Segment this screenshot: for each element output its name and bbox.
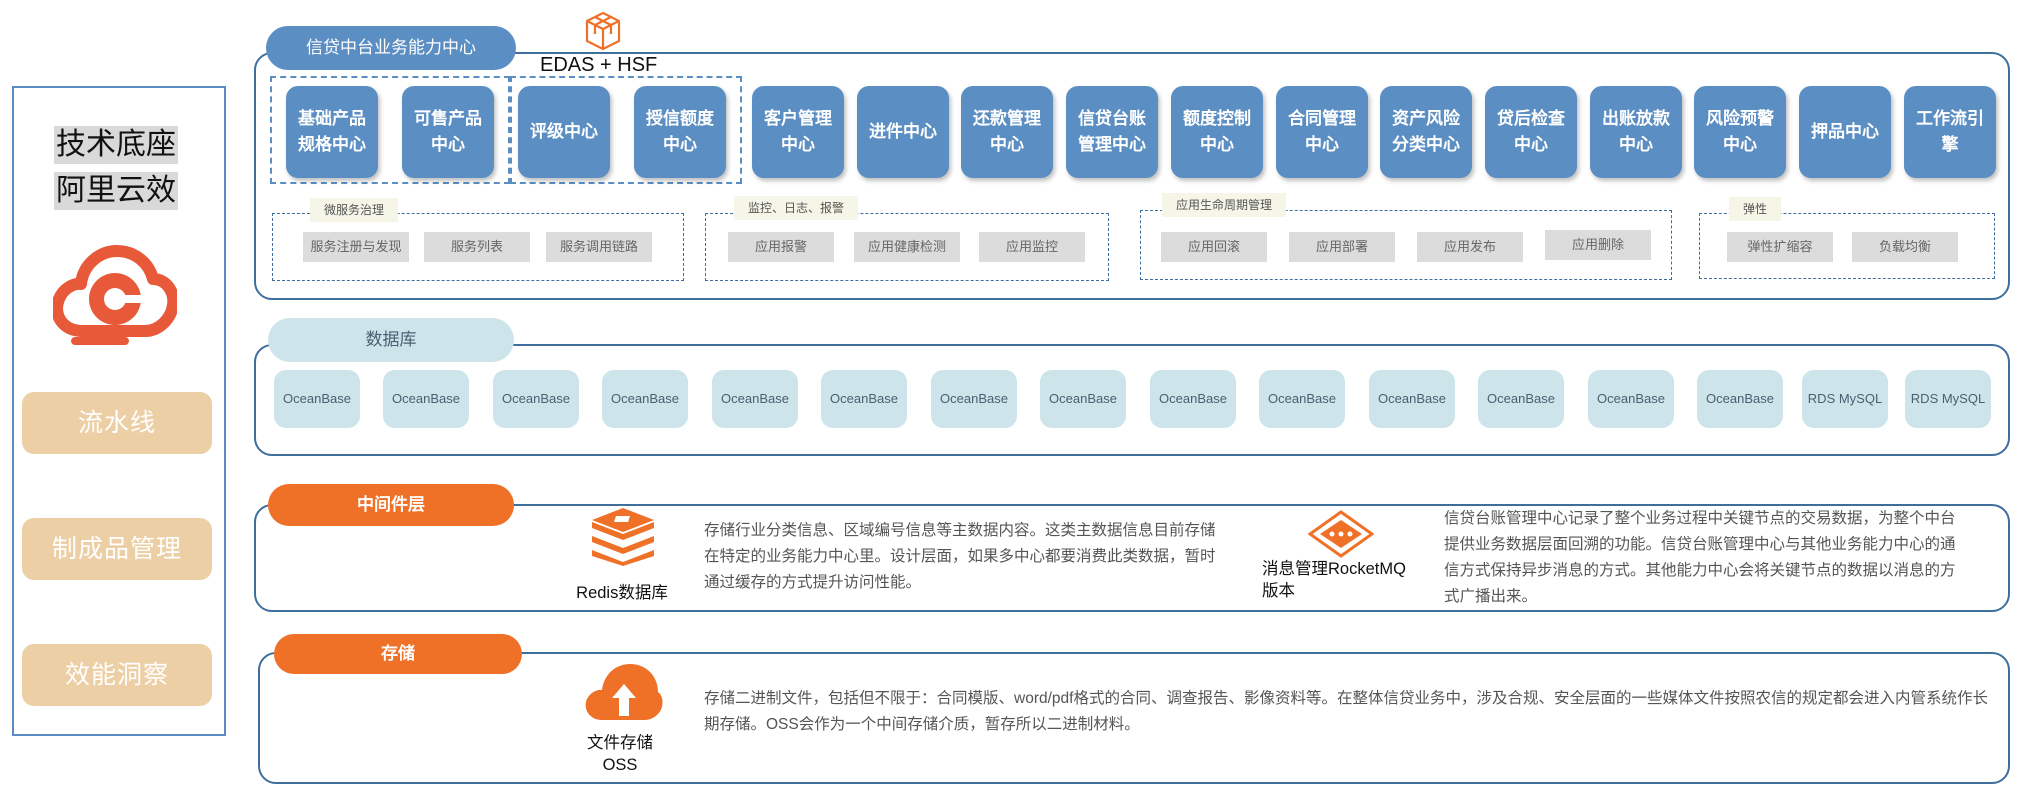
- efficiency-insight-button[interactable]: 效能洞察: [22, 644, 212, 706]
- database-item[interactable]: OceanBase: [1040, 370, 1126, 428]
- middleware-tab: 中间件层: [268, 484, 514, 526]
- governance-item[interactable]: 服务调用链路: [546, 232, 652, 262]
- database-item[interactable]: OceanBase: [712, 370, 798, 428]
- business-capability-tab: 信贷中台业务能力中心: [266, 26, 516, 70]
- rocketmq-icon: [1308, 510, 1374, 558]
- capability-center[interactable]: 可售产品中心: [402, 86, 494, 178]
- capability-center[interactable]: 押品中心: [1799, 86, 1891, 178]
- microservice-governance-group: [272, 213, 684, 281]
- capability-center[interactable]: 还款管理中心: [961, 86, 1053, 178]
- cube-icon: [585, 11, 621, 51]
- database-item[interactable]: OceanBase: [821, 370, 907, 428]
- redis-label: Redis数据库: [576, 584, 668, 602]
- storage-panel: [258, 652, 2010, 784]
- governance-item[interactable]: 应用部署: [1289, 232, 1395, 262]
- redis-description: 存储行业分类信息、区域编号信息等主数据内容。这类主数据信息目前存储在特定的业务能…: [704, 522, 1216, 591]
- database-item[interactable]: OceanBase: [1478, 370, 1564, 428]
- rocketmq-label-line1: 消息管理RocketMQ: [1262, 560, 1406, 578]
- capability-center[interactable]: 进件中心: [857, 86, 949, 178]
- aliyun-yunxiao-logo-icon: [53, 245, 177, 345]
- governance-label: 监控、日志、报警: [734, 196, 859, 220]
- rocketmq-label-line2: 版本: [1262, 582, 1295, 600]
- aliyun-yunxiao-title: 阿里云效: [54, 172, 178, 210]
- database-item[interactable]: OceanBase: [274, 370, 360, 428]
- governance-label: 微服务治理: [310, 198, 399, 222]
- capability-center[interactable]: 贷后检查中心: [1485, 86, 1577, 178]
- tech-base-panel: 技术底座 阿里云效 流水线 制成品管理 效能洞察: [12, 86, 226, 736]
- governance-item[interactable]: 弹性扩缩容: [1727, 232, 1833, 262]
- oss-label-line1: 文件存储: [587, 734, 653, 752]
- database-item[interactable]: OceanBase: [1150, 370, 1236, 428]
- capability-center[interactable]: 合同管理中心: [1276, 86, 1368, 178]
- governance-item[interactable]: 应用发布: [1417, 232, 1523, 262]
- capability-center[interactable]: 客户管理中心: [752, 86, 844, 178]
- rocketmq-description: 信贷台账管理中心记录了整个业务过程中关键节点的交易数据，为整个中台提供业务数据层…: [1444, 510, 1956, 605]
- capability-center[interactable]: 额度控制中心: [1171, 86, 1263, 178]
- governance-label: 应用生命周期管理: [1162, 193, 1287, 217]
- oss-label-line2: OSS: [602, 756, 638, 774]
- lifecycle-management-group: [1140, 210, 1672, 280]
- cloud-upload-icon: [585, 664, 663, 720]
- capability-center[interactable]: 评级中心: [518, 86, 610, 178]
- artifact-management-button[interactable]: 制成品管理: [22, 518, 212, 580]
- storage-tab: 存储: [274, 634, 522, 674]
- pipeline-button[interactable]: 流水线: [22, 392, 212, 454]
- governance-item[interactable]: 负载均衡: [1852, 232, 1958, 262]
- database-item[interactable]: OceanBase: [1369, 370, 1455, 428]
- capability-center[interactable]: 授信额度中心: [634, 86, 726, 178]
- capability-center[interactable]: 资产风险分类中心: [1380, 86, 1472, 178]
- governance-item[interactable]: 应用删除: [1545, 230, 1651, 260]
- database-item[interactable]: RDS MySQL: [1802, 370, 1888, 428]
- oss-description: 存储二进制文件，包括但不限于：合同模版、word/pdf格式的合同、调查报告、影…: [704, 690, 1988, 733]
- governance-item[interactable]: 应用报警: [728, 232, 834, 262]
- governance-label: 弹性: [1729, 197, 1782, 221]
- database-tab: 数据库: [268, 318, 514, 362]
- database-item[interactable]: RDS MySQL: [1905, 370, 1991, 428]
- capability-center[interactable]: 基础产品规格中心: [286, 86, 378, 178]
- edas-hsf-label: EDAS + HSF: [540, 54, 658, 76]
- product-centers-group: [270, 76, 510, 184]
- governance-item[interactable]: 应用健康检测: [854, 232, 960, 262]
- middleware-panel: [254, 504, 2010, 612]
- capability-center[interactable]: 出账放款中心: [1590, 86, 1682, 178]
- credit-centers-group: [510, 76, 742, 184]
- capability-center[interactable]: 风险预警中心: [1694, 86, 1786, 178]
- governance-item[interactable]: 服务列表: [424, 232, 530, 262]
- monitoring-group: [705, 213, 1109, 281]
- governance-item[interactable]: 应用回滚: [1161, 232, 1267, 262]
- governance-item[interactable]: 应用监控: [979, 232, 1085, 262]
- governance-item[interactable]: 服务注册与发现: [303, 232, 409, 262]
- rocketmq-label: 消息管理RocketMQ 版本: [1262, 558, 1406, 602]
- database-item[interactable]: OceanBase: [931, 370, 1017, 428]
- database-item[interactable]: OceanBase: [1588, 370, 1674, 428]
- database-item[interactable]: OceanBase: [1259, 370, 1345, 428]
- database-item[interactable]: OceanBase: [383, 370, 469, 428]
- capability-center[interactable]: 工作流引擎: [1904, 86, 1996, 178]
- oss-label: 文件存储 OSS: [570, 732, 670, 776]
- elasticity-group: [1699, 213, 1995, 279]
- capability-center[interactable]: 信贷台账管理中心: [1066, 86, 1158, 178]
- tech-base-title: 技术底座: [54, 126, 178, 164]
- database-item[interactable]: OceanBase: [1697, 370, 1783, 428]
- database-item[interactable]: OceanBase: [493, 370, 579, 428]
- redis-icon: [592, 508, 654, 566]
- database-item[interactable]: OceanBase: [602, 370, 688, 428]
